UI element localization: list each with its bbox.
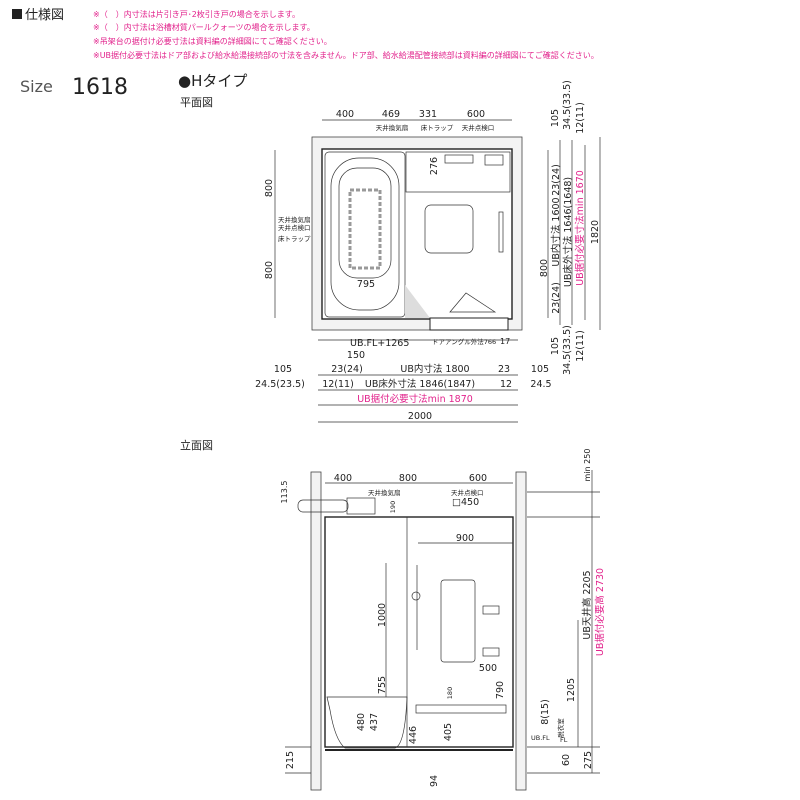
plan-right-bottom-105: 105 bbox=[550, 337, 561, 355]
header-title: 仕様図 bbox=[25, 8, 64, 23]
plan-row2-12a: 12(11) bbox=[322, 379, 354, 390]
plan-right-bottom-345: 34.5(33.5) bbox=[562, 325, 573, 375]
plan-row1-105a: 105 bbox=[274, 364, 292, 375]
plan-row1-23b: 23 bbox=[498, 364, 510, 375]
elev-ceiling-height: UB天井高 2205 bbox=[581, 570, 593, 639]
elev-dim-790: 790 bbox=[495, 681, 506, 699]
plan-right-top-105: 105 bbox=[550, 109, 561, 127]
plan-right-ub-inner: UB内寸法 1600 bbox=[550, 197, 562, 266]
plan-right-800: 800 bbox=[539, 259, 550, 277]
elev-required-height: UB据付必要高 2730 bbox=[594, 568, 606, 656]
elev-dim-94: 94 bbox=[429, 775, 440, 787]
plan-right-23a: 23(24) bbox=[551, 164, 562, 196]
elev-dim-190: 190 bbox=[389, 501, 397, 513]
plan-dimension-lines bbox=[274, 119, 601, 423]
plan-ubfl: UB.FL+1265 bbox=[350, 338, 409, 349]
plan-left-dim-2: 800 bbox=[264, 261, 275, 279]
plan-dim-795: 795 bbox=[357, 279, 375, 290]
plan-label-hatch: 天井点検口 bbox=[462, 123, 495, 132]
size-value: 1618 bbox=[72, 75, 128, 100]
plan-right-23b: 23(24) bbox=[551, 282, 562, 314]
elev-dim-900: 900 bbox=[456, 533, 474, 544]
elev-dim-437: 437 bbox=[369, 713, 380, 731]
plan-total: 2000 bbox=[408, 411, 432, 422]
plan-title: 平面図 bbox=[180, 96, 213, 109]
plan-door-17: 17 bbox=[500, 337, 510, 346]
plan-top-dim-1: 400 bbox=[336, 109, 354, 120]
elev-dim-113: 113.5 bbox=[280, 481, 289, 504]
plan-left-label-hatch: 天井点検口 bbox=[278, 223, 311, 232]
plan-left-label-fan: 天井換気扇 bbox=[278, 215, 311, 224]
plan-right-bottom-12: 12(11) bbox=[575, 330, 586, 362]
plan-row2-ub-floor-outer: UB床外寸法 1846(1847) bbox=[365, 378, 475, 390]
plan-right-total: 1820 bbox=[590, 220, 601, 244]
plan-right-top-12: 12(11) bbox=[575, 102, 586, 134]
elev-top-dim-800: 800 bbox=[399, 473, 417, 484]
elevation-dimension-lines bbox=[285, 470, 600, 774]
elev-fl: FL bbox=[560, 736, 568, 744]
elevation-title: 立面図 bbox=[180, 438, 213, 452]
elev-dim-500: 500 bbox=[479, 663, 497, 674]
plan-right-ub-floor-outer: UB床外寸法 1646(1648) bbox=[562, 177, 574, 287]
plan-door-angle: ドアアングル外法766 bbox=[432, 337, 496, 346]
elev-dim-1205: 1205 bbox=[566, 678, 577, 702]
plan-top-dim-3: 331 bbox=[419, 109, 437, 120]
elev-dim-446: 446 bbox=[408, 726, 419, 744]
elev-dim-180: 180 bbox=[446, 687, 454, 699]
elevation-drawing bbox=[297, 471, 527, 791]
elev-top-dim-600: 600 bbox=[469, 473, 487, 484]
plan-row2-245a: 24.5(23.5) bbox=[255, 379, 305, 390]
note-2: ※（ ）内寸法は浴槽材質パールクォーツの場合を示します。 bbox=[93, 22, 315, 32]
note-3: ※吊架台の据付け必要寸法は資料編の詳細図にてご確認ください。 bbox=[93, 36, 332, 46]
plan-left-label-trap: 床トラップ bbox=[278, 234, 311, 243]
elev-dim-8: 8(15) bbox=[540, 699, 551, 725]
elev-dressing-room: 脱衣室 bbox=[556, 718, 565, 738]
plan-label-trap: 床トラップ bbox=[421, 123, 454, 132]
header-square-icon bbox=[12, 9, 22, 19]
plan-row2-12b: 12 bbox=[500, 379, 512, 390]
plan-right-top-345: 34.5(33.5) bbox=[562, 80, 573, 130]
plan-dim-150: 150 bbox=[347, 350, 365, 361]
elev-ubfl: UB.FL bbox=[531, 734, 550, 742]
plan-required: UB据付必要寸法min 1870 bbox=[357, 393, 473, 405]
elev-dim-1000: 1000 bbox=[377, 603, 388, 627]
plan-drawing bbox=[311, 136, 523, 331]
plan-row1-105b: 105 bbox=[531, 364, 549, 375]
note-4: ※UB据付必要寸法はドア部および給水給湯接続部の寸法を含みません。ドア部、給水給… bbox=[93, 50, 599, 60]
note-1: ※（ ）内寸法は片引き戸･2枚引き戸の場合を示します。 bbox=[93, 9, 300, 19]
elev-fan-label: 天井換気扇 bbox=[368, 488, 401, 497]
elev-dim-275: 275 bbox=[583, 751, 594, 769]
plan-row1-ub-inner: UB内寸法 1800 bbox=[400, 363, 469, 375]
size-label: Size bbox=[20, 77, 53, 96]
elev-top-dim-400: 400 bbox=[334, 473, 352, 484]
type-label: ●Hタイプ bbox=[178, 72, 247, 90]
plan-row2-245b: 24.5 bbox=[530, 379, 551, 390]
plan-label-fan: 天井換気扇 bbox=[376, 123, 409, 132]
plan-top-dim-4: 600 bbox=[467, 109, 485, 120]
elev-dim-60: 60 bbox=[561, 754, 572, 766]
elev-hatch-size: □450 bbox=[452, 497, 479, 508]
elev-dim-480: 480 bbox=[356, 713, 367, 731]
plan-left-dim-1: 800 bbox=[264, 179, 275, 197]
elev-min-250: min 250 bbox=[583, 449, 592, 482]
plan-right-ub-required: UB据付必要寸法min 1670 bbox=[574, 170, 586, 286]
elev-dim-405: 405 bbox=[443, 723, 454, 741]
plan-row1-23a: 23(24) bbox=[331, 364, 363, 375]
elev-hatch-label: 天井点検口 bbox=[451, 488, 484, 497]
elev-dim-215: 215 bbox=[285, 751, 296, 769]
plan-dim-276: 276 bbox=[429, 157, 440, 175]
plan-top-dim-2: 469 bbox=[382, 109, 400, 120]
elev-dim-755: 755 bbox=[377, 676, 388, 694]
